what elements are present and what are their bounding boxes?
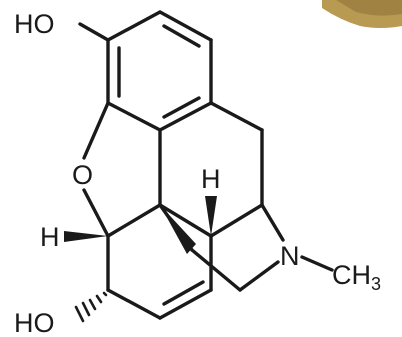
label-methyl-subscript: 3 [371,274,381,294]
label-nitrogen: N [280,241,300,271]
label-phenol-oh: HO [14,9,55,39]
label-h-left: H [40,222,60,252]
corner-photo [322,0,402,28]
ether-bridge [82,101,110,238]
label-methyl: CH3 [332,260,381,294]
hashed-bond-alcohol [74,291,108,323]
phenol-oh-bond [78,22,110,42]
label-alcohol-oh: HO [14,308,55,337]
wedge-bond-bridge [160,205,196,254]
aromatic-ring [106,10,213,132]
label-ring-oxygen: O [72,160,93,190]
label-h-top: H [201,164,221,194]
label-methyl-ch: CH [332,260,371,290]
ring-bonds [106,101,334,320]
wedge-bond-h-left [64,231,108,242]
wedge-bond-h-top [205,196,217,236]
